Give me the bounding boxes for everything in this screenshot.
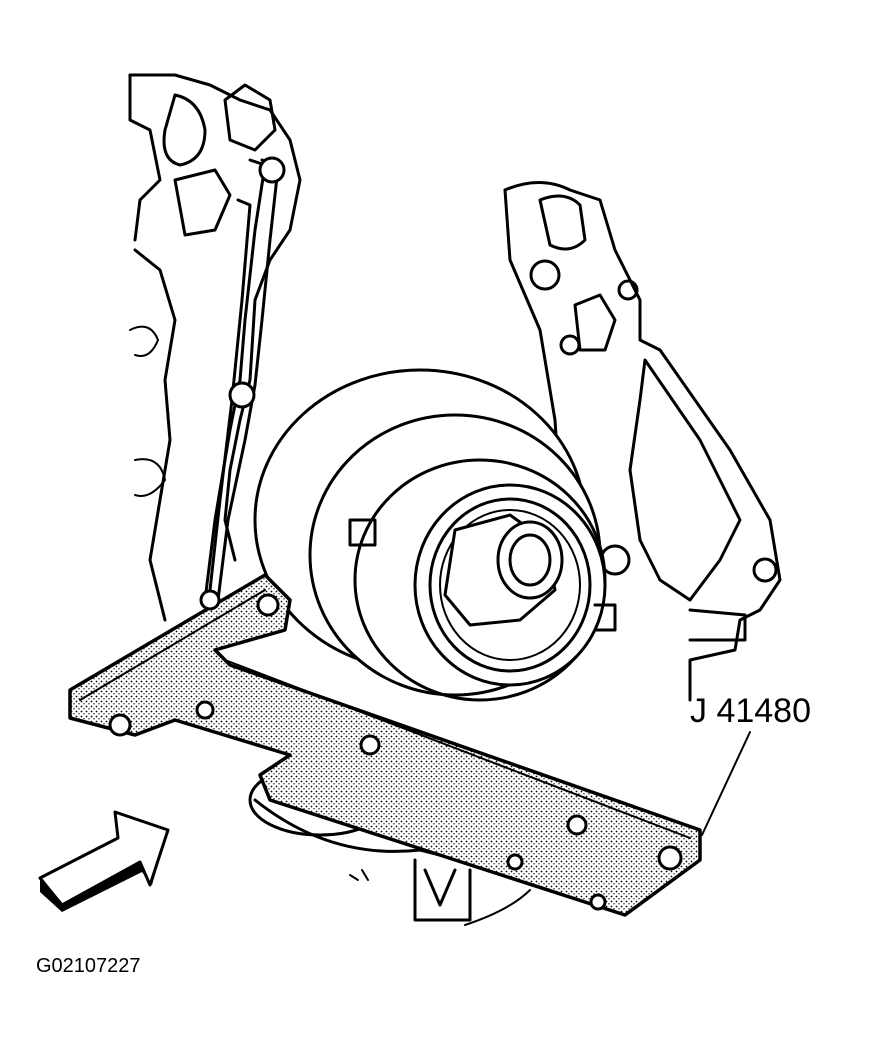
- engine-block-right: [503, 181, 782, 702]
- tool-plate: [68, 573, 702, 917]
- tool-callout-label: J 41480: [690, 692, 811, 730]
- crankshaft-balancer: [253, 368, 617, 702]
- chain-guide: [203, 156, 286, 602]
- figure-id: G02107227: [36, 955, 141, 977]
- engine-block-left: [128, 73, 302, 622]
- direction-arrow-icon: [38, 810, 170, 912]
- callout-leader: [701, 731, 751, 836]
